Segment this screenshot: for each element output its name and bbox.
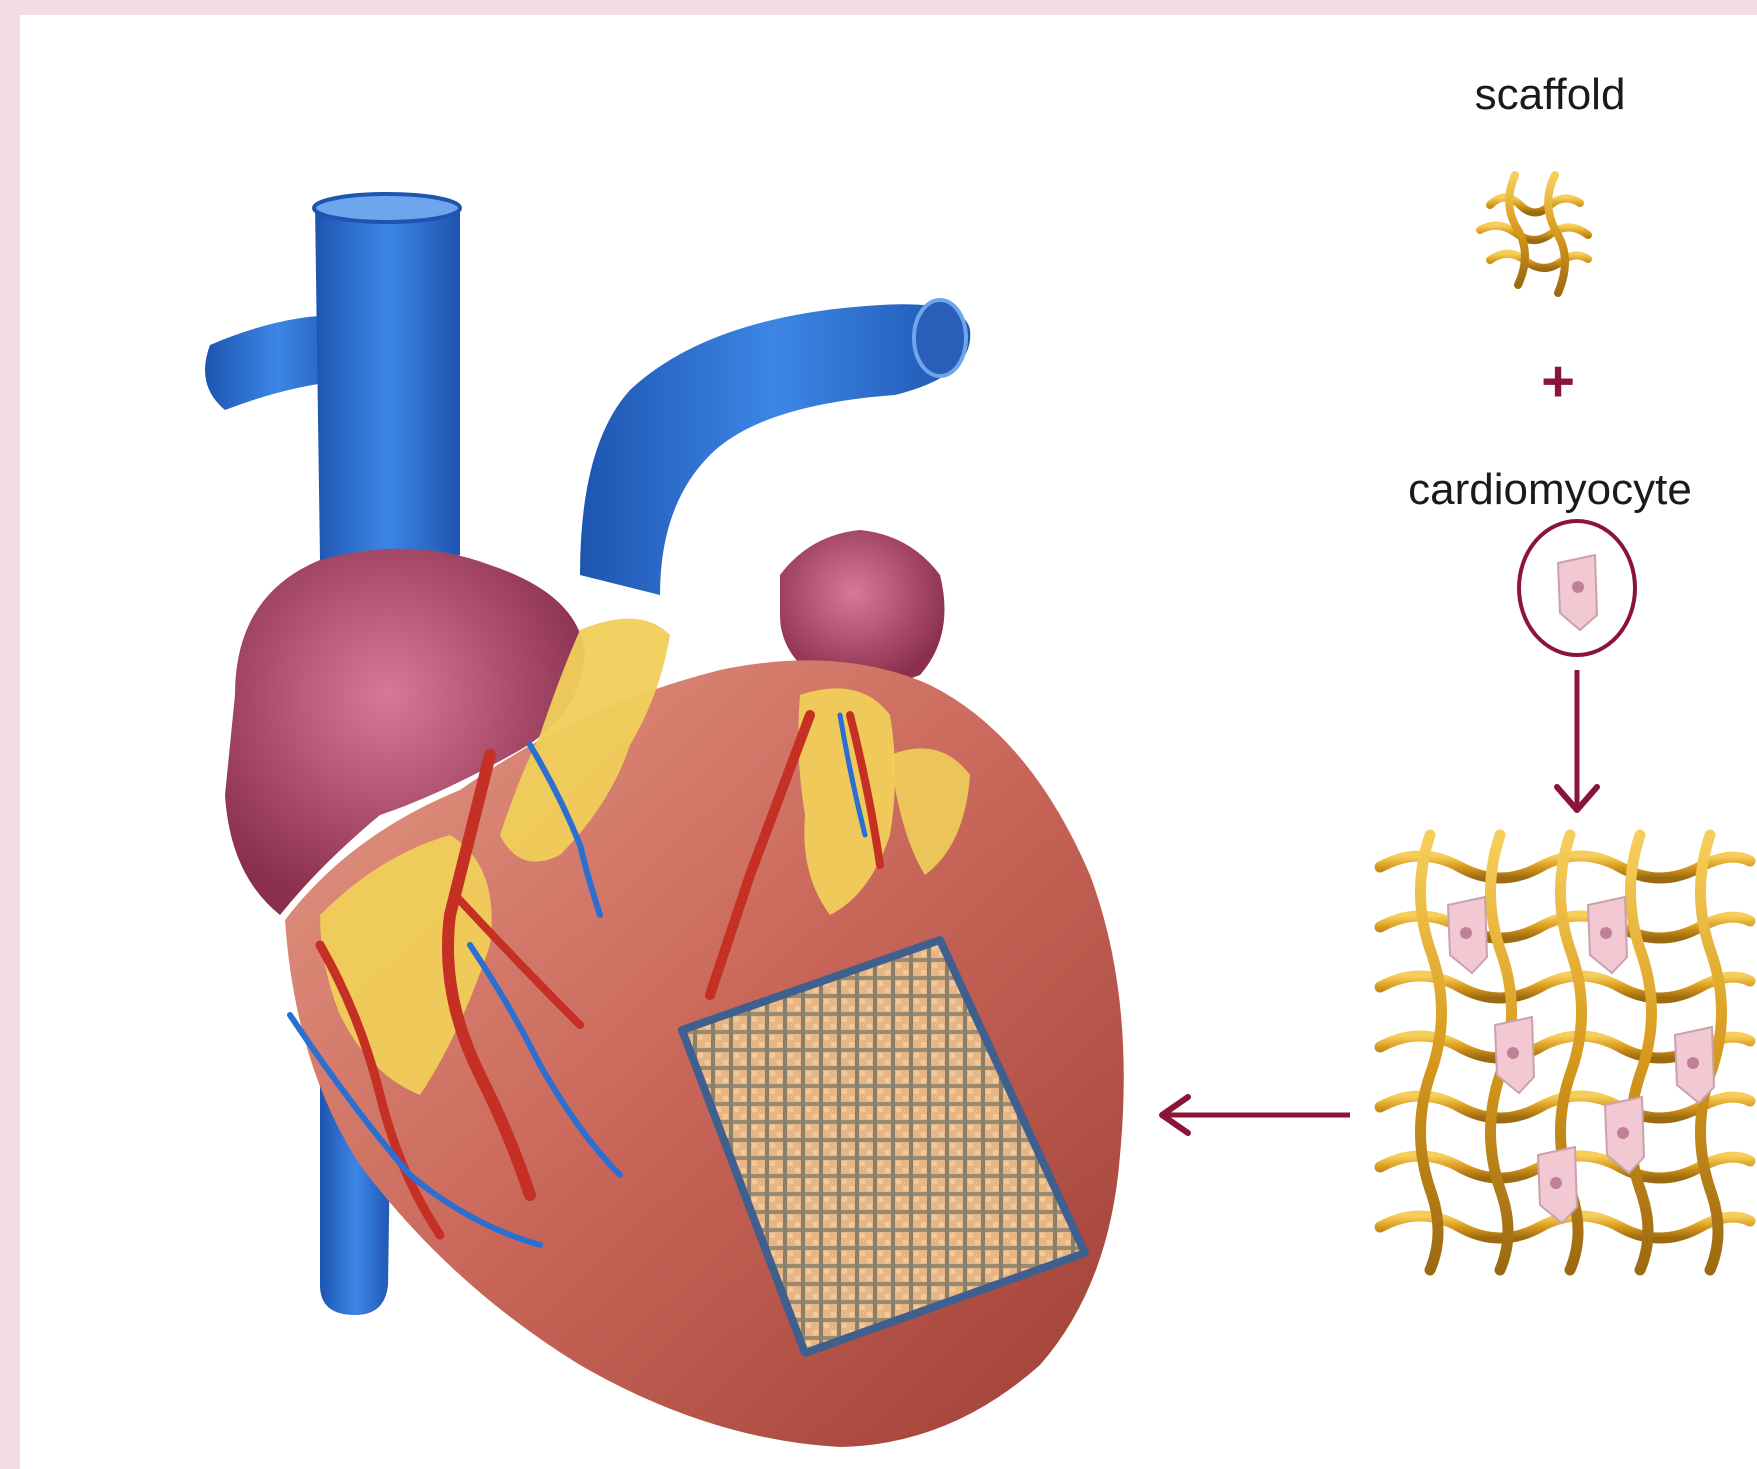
- figure-canvas: scaffold + cardiomyocyte: [20, 15, 1757, 1469]
- scaffold-label: scaffold: [1475, 70, 1626, 120]
- cardiomyocyte-icon: [1519, 521, 1635, 655]
- scaffold-fiber-icon: [1480, 175, 1588, 293]
- down-arrow: [1557, 670, 1597, 810]
- left-arrow: [1160, 1097, 1350, 1133]
- figure-artwork: [20, 15, 1757, 1469]
- cardiomyocyte-label: cardiomyocyte: [1408, 465, 1692, 515]
- plus-sign: +: [1541, 353, 1575, 411]
- scaffold-cell-mesh: [1380, 835, 1750, 1270]
